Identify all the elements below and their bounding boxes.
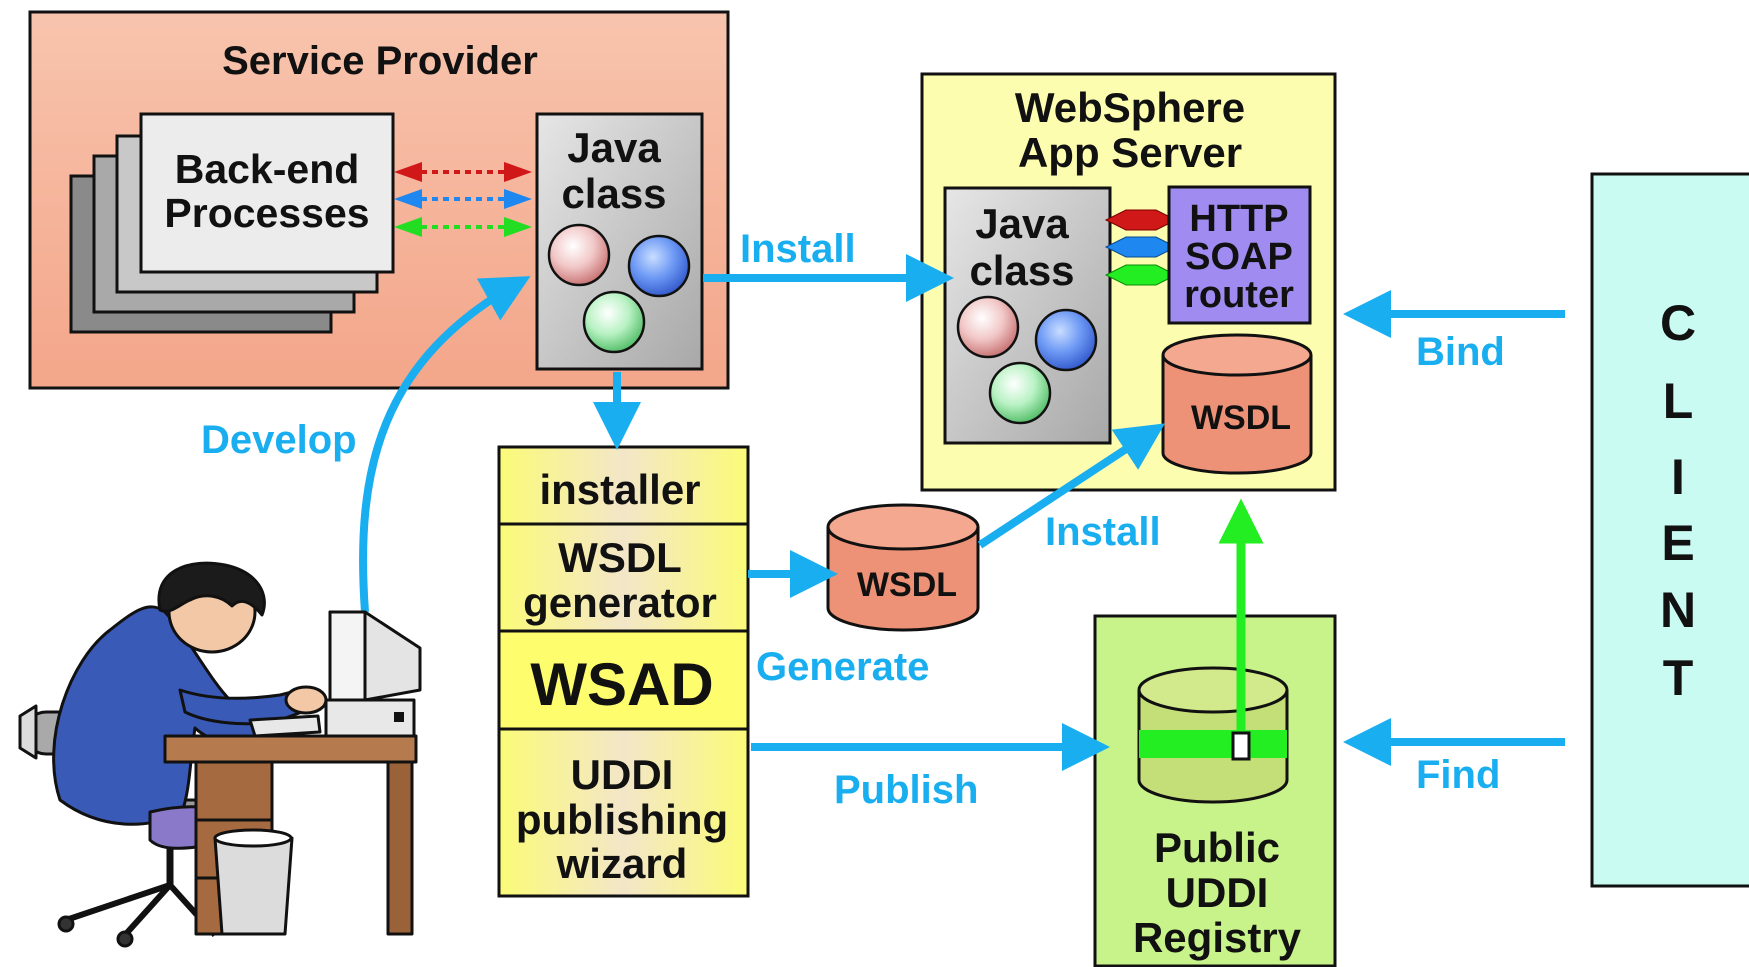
- wsad-stack: installer WSDL generator WSAD UDDI publi…: [497, 445, 750, 898]
- service-provider-title: Service Provider: [222, 39, 538, 83]
- uddi-wizard-label-line1: UDDI: [571, 751, 674, 798]
- server-java-class: Java class: [943, 186, 1112, 445]
- install-label-top: Install: [740, 227, 856, 271]
- router-label-line2: SOAP: [1185, 236, 1293, 278]
- keyboard: [248, 714, 322, 738]
- flow-arrows: [359, 254, 1565, 771]
- generated-wsdl-label: WSDL: [857, 566, 957, 604]
- router-label-line3: router: [1184, 274, 1294, 316]
- client-letter-n: N: [1660, 582, 1696, 638]
- desk-top: [163, 734, 418, 764]
- server-java-label-line1: Java: [975, 200, 1069, 247]
- server-java-label-line2: class: [969, 247, 1074, 294]
- uddi-wizard-label-line2: publishing: [516, 796, 728, 843]
- developer-hair: [157, 561, 266, 617]
- desk-illustration: [163, 610, 422, 936]
- client-letter-c: C: [1660, 295, 1696, 351]
- provider-java-label-line1: Java: [567, 124, 661, 171]
- registry-label-line3: Registry: [1133, 914, 1302, 961]
- provider-java-label-line2: class: [561, 170, 666, 217]
- object-sphere-blue: [627, 234, 691, 298]
- wsad-label: WSAD: [530, 651, 713, 718]
- backend-label-line1: Back-end: [175, 146, 360, 192]
- backend-processes-stack: Back-end Processes: [69, 112, 395, 334]
- installer-label: installer: [539, 466, 700, 513]
- websphere-title-line1: WebSphere: [1015, 84, 1245, 131]
- uddi-wizard-label-line3: wizard: [556, 840, 688, 887]
- generator-label-line2: generator: [523, 579, 717, 626]
- server-wsdl-cylinder: WSDL: [1161, 333, 1313, 475]
- bind-label: Bind: [1416, 330, 1505, 374]
- action-labels: Install Install Develop Generate Publish…: [201, 227, 1505, 812]
- publish-label: Publish: [834, 768, 978, 812]
- object-sphere-red: [547, 223, 611, 287]
- install-wsdl-arrow: [977, 423, 1166, 549]
- websphere-title-line2: App Server: [1018, 129, 1242, 176]
- uddi-registry-box: Public UDDI Registry: [1093, 614, 1337, 967]
- generate-label: Generate: [756, 645, 929, 689]
- router-label-line1: HTTP: [1189, 198, 1288, 240]
- backend-label-line2: Processes: [164, 190, 369, 236]
- wastebasket: [213, 836, 294, 936]
- uddi-wizard-block: [497, 727, 750, 898]
- java-router-connectors: [1104, 209, 1178, 286]
- develop-arrow: [359, 276, 531, 613]
- object-sphere-red: [956, 295, 1020, 359]
- generator-label-line1: WSDL: [558, 534, 682, 581]
- websphere-box: WebSphere App Server Java class HTTP SOA…: [920, 72, 1337, 492]
- registry-label-line2: UDDI: [1166, 869, 1269, 916]
- generated-wsdl-cylinder: WSDL: [826, 503, 980, 632]
- backend-java-connectors: [394, 162, 532, 237]
- object-sphere-blue: [1034, 308, 1098, 372]
- desk-leg: [386, 760, 414, 936]
- object-sphere-green: [582, 290, 646, 354]
- wsdl-generator-block: [497, 522, 750, 633]
- object-sphere-green: [988, 361, 1052, 425]
- service-provider-box: Service Provider Back-end Processes Java: [28, 10, 730, 390]
- soap-router: HTTP SOAP router: [1167, 185, 1312, 325]
- client-box: C L I E N T: [1590, 172, 1749, 888]
- find-label: Find: [1416, 753, 1500, 797]
- server-wsdl-label: WSDL: [1191, 399, 1291, 437]
- provider-java-class: Java class: [535, 112, 704, 371]
- client-letter-t: T: [1663, 650, 1694, 706]
- client-letter-i: I: [1671, 449, 1685, 505]
- developer-hand: [284, 685, 328, 715]
- registry-entry-marker: [1231, 731, 1251, 761]
- develop-label: Develop: [201, 418, 357, 462]
- registry-database-cylinder: [1137, 666, 1289, 804]
- install-label-wsdl: Install: [1045, 510, 1161, 554]
- installer-block: [497, 445, 750, 526]
- client-letter-e: E: [1661, 515, 1694, 571]
- client-letter-l: L: [1663, 373, 1694, 429]
- registry-server-link: [1218, 498, 1264, 761]
- registry-label-line1: Public: [1154, 824, 1280, 871]
